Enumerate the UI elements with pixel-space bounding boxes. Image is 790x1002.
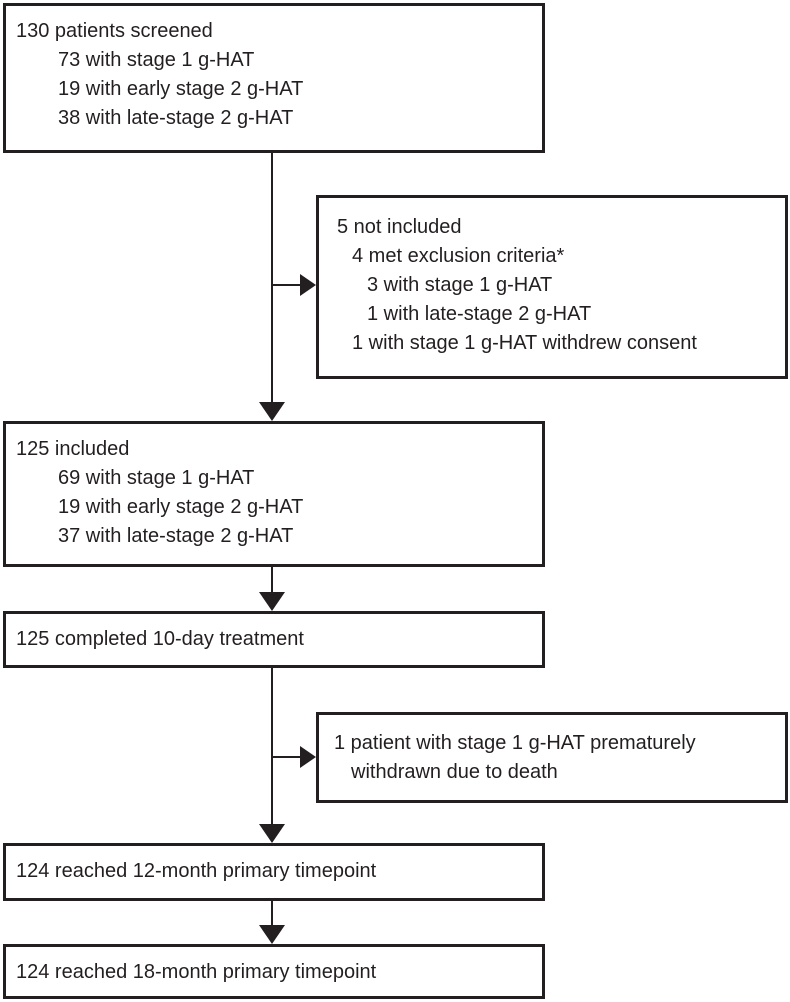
connector-included-completed-line bbox=[271, 567, 273, 593]
arrowhead-to-12month bbox=[259, 824, 285, 843]
screened-item-late-stage2: 38 with late-stage 2 g-HAT bbox=[58, 107, 294, 129]
screened-item-early-stage2: 19 with early stage 2 g-HAT bbox=[58, 78, 304, 100]
box-not-included: 5 not included 4 met exclusion criteria*… bbox=[316, 195, 788, 379]
included-item-late-stage2: 37 with late-stage 2 g-HAT bbox=[58, 525, 294, 547]
exclusion-item-late-stage2: 1 with late-stage 2 g-HAT bbox=[367, 303, 592, 325]
timepoint-18-title: 124 reached 18-month primary timepoint bbox=[16, 961, 377, 983]
box-withdrawn-death: 1 patient with stage 1 g-HAT prematurely… bbox=[316, 712, 788, 803]
included-item-early-stage2: 19 with early stage 2 g-HAT bbox=[58, 496, 304, 518]
box-12-month-timepoint: 124 reached 12-month primary timepoint bbox=[3, 843, 545, 901]
arrowhead-to-completed bbox=[259, 592, 285, 611]
box-patients-screened: 130 patients screened 73 with stage 1 g-… bbox=[3, 3, 545, 153]
connector-branch-withdrawn-line bbox=[271, 756, 301, 758]
box-completed-treatment: 125 completed 10-day treatment bbox=[3, 611, 545, 668]
arrowhead-to-not-included bbox=[300, 274, 316, 296]
completed-treatment-title: 125 completed 10-day treatment bbox=[16, 628, 304, 650]
withdrew-consent: 1 with stage 1 g-HAT withdrew consent bbox=[352, 332, 697, 354]
connector-screened-included-line bbox=[271, 153, 273, 404]
arrowhead-to-withdrawn bbox=[300, 746, 316, 768]
timepoint-12-title: 124 reached 12-month primary timepoint bbox=[16, 860, 377, 882]
arrowhead-to-18month bbox=[259, 925, 285, 944]
connector-12month-18month-line bbox=[271, 901, 273, 926]
exclusion-criteria: 4 met exclusion criteria* bbox=[352, 245, 565, 267]
screened-item-stage1: 73 with stage 1 g-HAT bbox=[58, 49, 255, 71]
withdrawn-death-line2: withdrawn due to death bbox=[351, 761, 558, 783]
withdrawn-death-line1: 1 patient with stage 1 g-HAT prematurely bbox=[334, 732, 696, 754]
box-included: 125 included 69 with stage 1 g-HAT 19 wi… bbox=[3, 421, 545, 567]
exclusion-item-stage1: 3 with stage 1 g-HAT bbox=[367, 274, 553, 296]
screened-title: 130 patients screened bbox=[16, 20, 213, 42]
connector-branch-not-included-line bbox=[271, 284, 301, 286]
included-title: 125 included bbox=[16, 438, 130, 460]
box-18-month-timepoint: 124 reached 18-month primary timepoint bbox=[3, 944, 545, 999]
connector-completed-12month-line bbox=[271, 668, 273, 825]
arrowhead-to-included bbox=[259, 402, 285, 421]
not-included-title: 5 not included bbox=[337, 216, 462, 238]
included-item-stage1: 69 with stage 1 g-HAT bbox=[58, 467, 255, 489]
